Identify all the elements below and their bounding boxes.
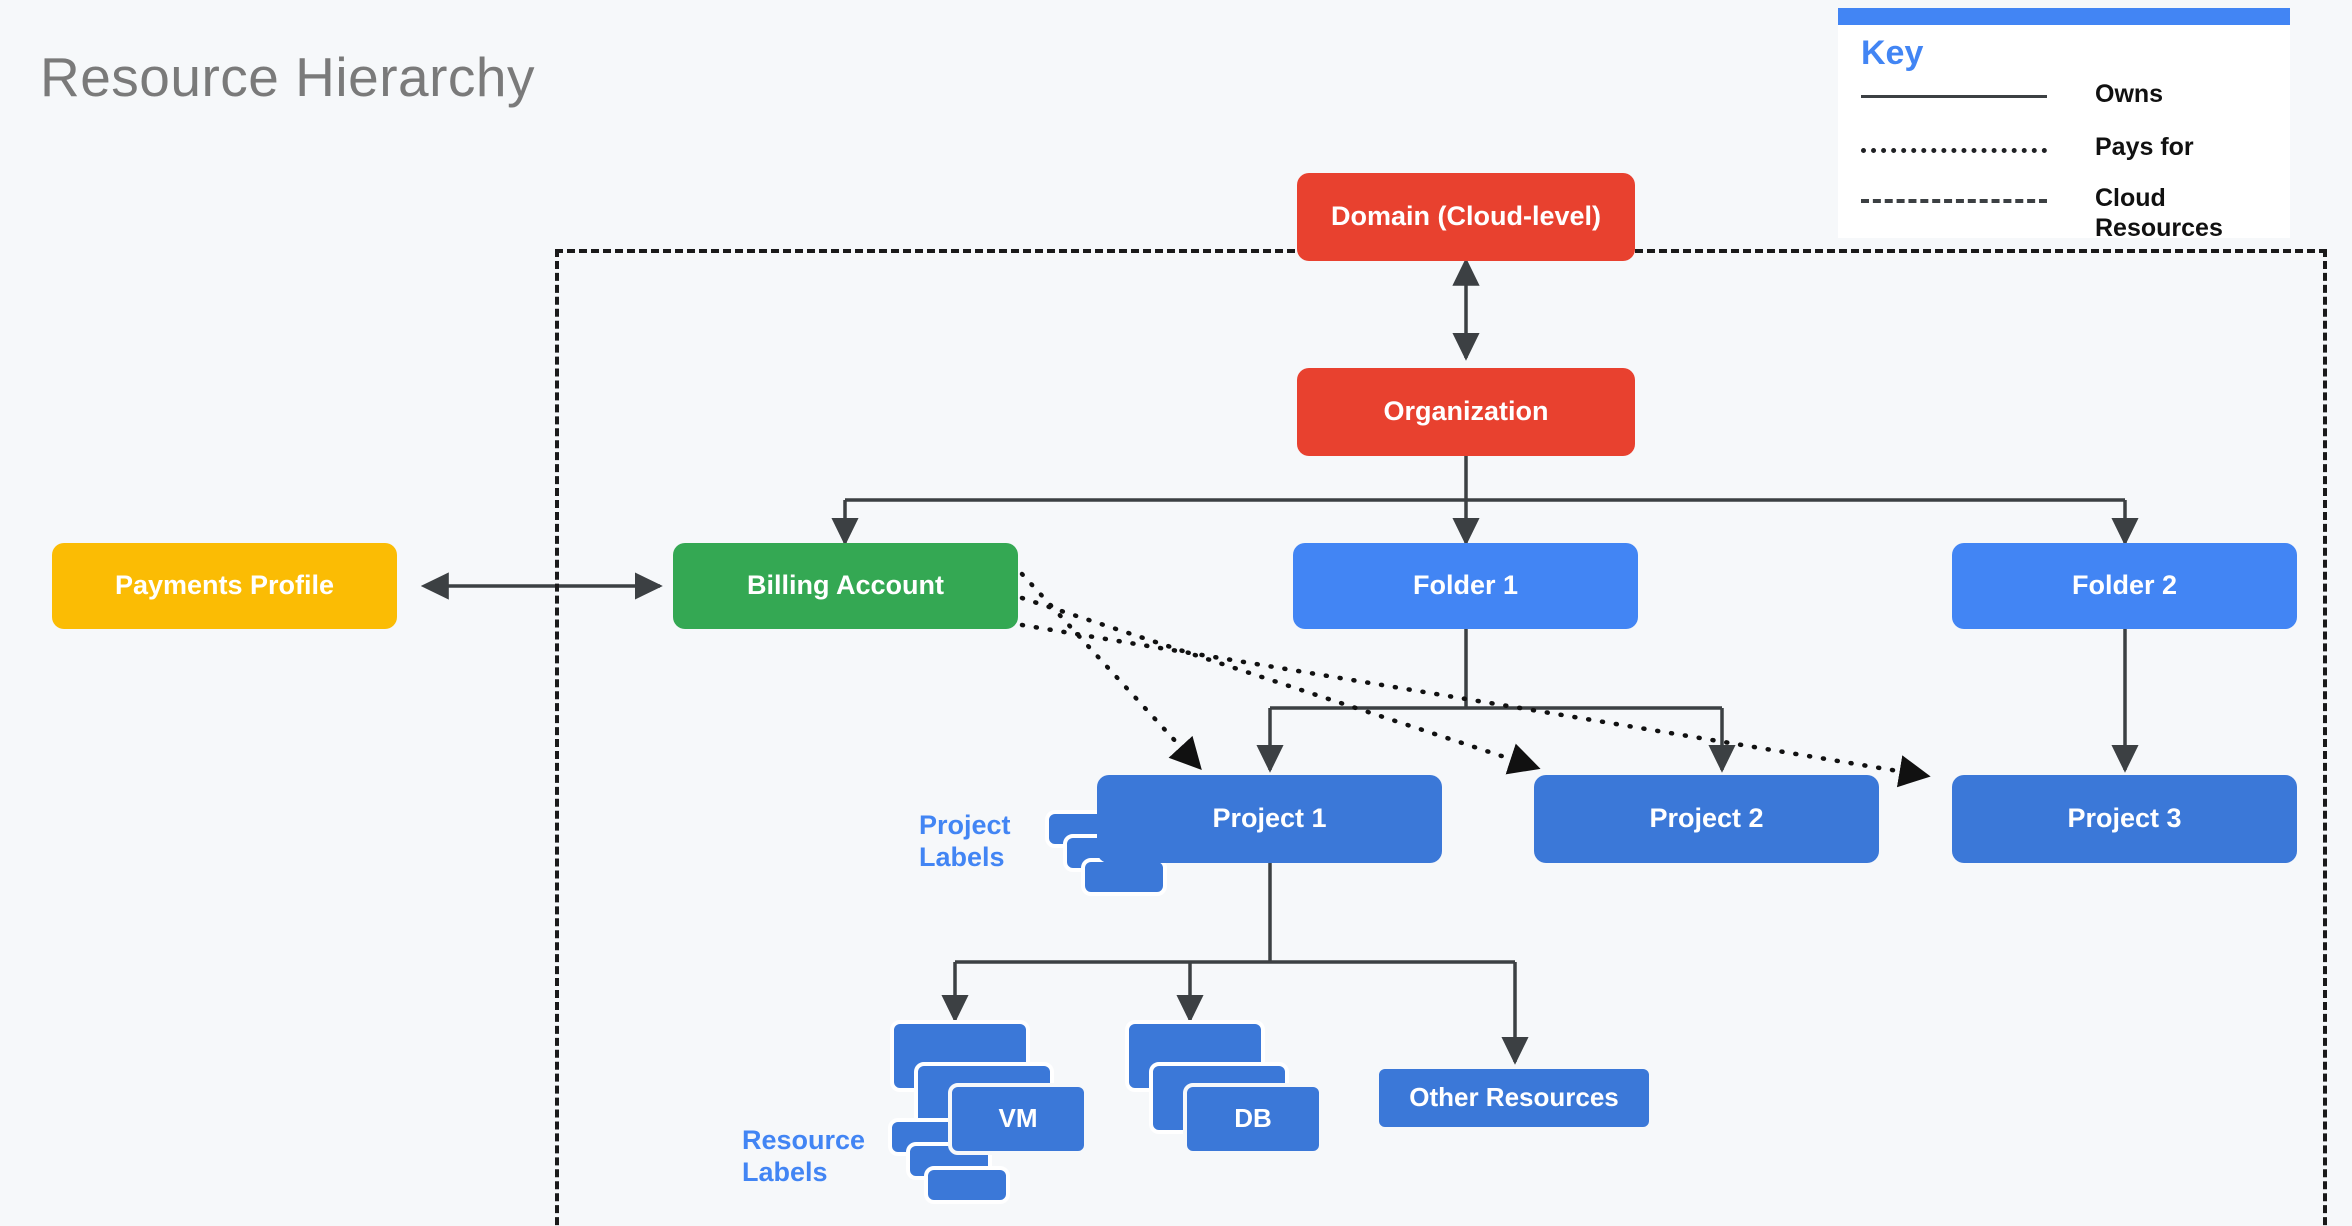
node-folder-2-label: Folder 2: [2071, 570, 2178, 601]
node-domain[interactable]: Domain (Cloud-level): [1297, 173, 1635, 261]
legend-row-pays-for: Pays for: [1861, 133, 2271, 173]
node-other-resources[interactable]: Other Resources: [1375, 1065, 1653, 1131]
node-billing-account[interactable]: Billing Account: [673, 543, 1018, 629]
legend-line-solid-icon: [1861, 95, 2047, 98]
node-payments-profile[interactable]: Payments Profile: [52, 543, 397, 629]
label-chip: [1081, 858, 1167, 896]
node-organization-label: Organization: [1383, 396, 1549, 427]
node-project-1[interactable]: Project 1: [1097, 775, 1442, 863]
node-domain-label: Domain (Cloud-level): [1330, 201, 1601, 232]
legend-label-cloud-resources: Cloud Resources: [2095, 184, 2223, 242]
label-chip: [924, 1166, 1010, 1204]
legend-row-cloud-resources: Cloud Resources: [1861, 184, 2271, 244]
node-folder-2[interactable]: Folder 2: [1952, 543, 2297, 629]
legend-label-pays-for: Pays for: [2095, 133, 2194, 161]
legend-accent-bar: [1838, 8, 2290, 25]
legend-panel: Key Owns Pays for Cloud Resources: [1838, 8, 2290, 242]
node-payments-profile-label: Payments Profile: [114, 570, 335, 601]
legend-title: Key: [1861, 34, 1924, 72]
page-title: Resource Hierarchy: [40, 46, 536, 108]
node-folder-1-label: Folder 1: [1412, 570, 1519, 601]
node-db[interactable]: DB: [1183, 1083, 1323, 1155]
node-vm[interactable]: VM: [948, 1083, 1088, 1155]
node-project-3-label: Project 3: [2067, 803, 2182, 834]
legend-line-dashed-icon: [1861, 199, 2047, 203]
legend-label-owns: Owns: [2095, 80, 2164, 108]
legend-line-dotted-icon: [1861, 148, 2047, 153]
node-folder-1[interactable]: Folder 1: [1293, 543, 1638, 629]
node-project-3[interactable]: Project 3: [1952, 775, 2297, 863]
resource-labels-text: Resource Labels: [742, 1125, 866, 1187]
legend-row-owns: Owns: [1861, 80, 2271, 120]
project-labels-text: Project Labels: [919, 810, 1011, 872]
node-other-resources-label: Other Resources: [1409, 1082, 1619, 1113]
node-project-1-label: Project 1: [1212, 803, 1327, 834]
node-project-2[interactable]: Project 2: [1534, 775, 1879, 863]
node-organization[interactable]: Organization: [1297, 368, 1635, 456]
node-vm-label: VM: [998, 1103, 1038, 1134]
node-project-2-label: Project 2: [1649, 803, 1764, 834]
node-db-label: DB: [1234, 1103, 1272, 1134]
node-billing-account-label: Billing Account: [747, 570, 944, 601]
